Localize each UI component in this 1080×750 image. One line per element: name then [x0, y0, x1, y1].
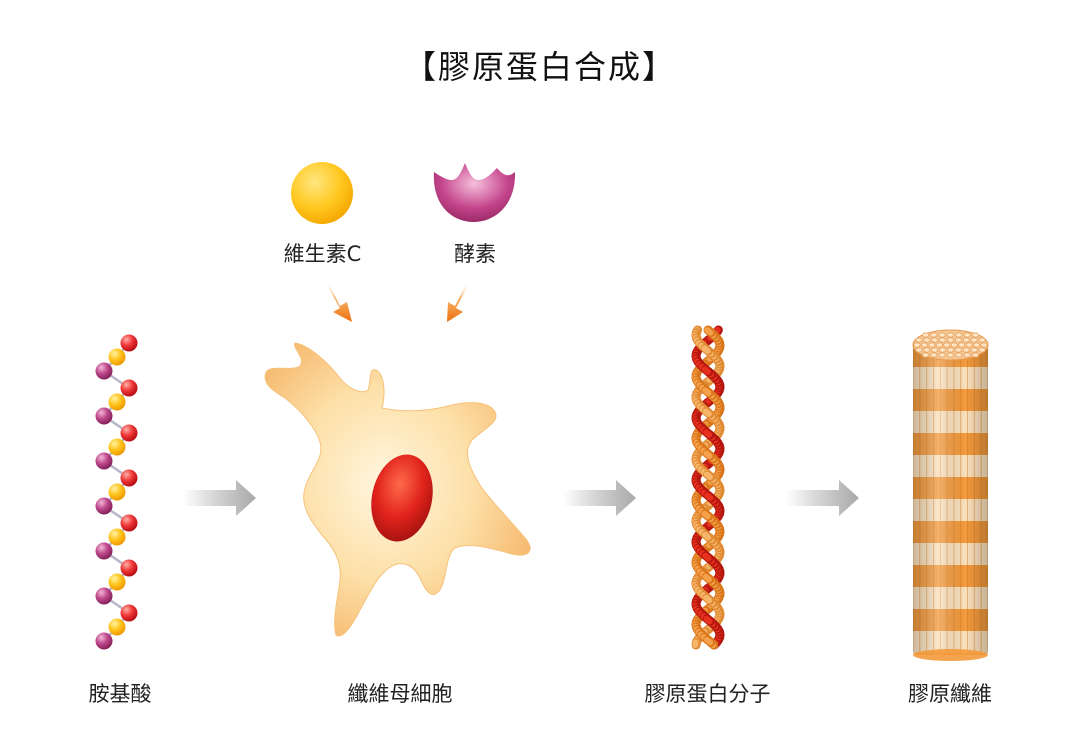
amino-acid-bead: [120, 604, 138, 622]
amino-acid-bead: [120, 559, 138, 577]
collagen-fiber-bundle: [912, 329, 989, 661]
amino-acid-bead: [108, 573, 126, 591]
cell-nucleus: [371, 454, 433, 542]
amino-acid-bead: [108, 348, 126, 366]
vitamin-c-sphere: [291, 162, 353, 224]
enzyme-label: 酵素: [454, 242, 496, 266]
enzyme-icon: [433, 163, 516, 222]
amino-acid-bead: [108, 618, 126, 636]
amino-acid-bead: [120, 379, 138, 397]
vitamin-c-arrow: [326, 282, 352, 322]
collagen-molecule-helix: [691, 325, 725, 650]
stage-label-fibroblast: 纖維母細胞: [347, 682, 453, 706]
amino-acid-bead: [120, 514, 138, 532]
amino-acid-bead: [120, 469, 138, 487]
fibroblast-cell: [264, 342, 531, 637]
vitamin-c-label: 維生素C: [283, 242, 362, 266]
amino-acid-bead: [95, 542, 113, 560]
stage-label-collagen-fiber: 膠原纖維: [908, 682, 992, 706]
amino-acid-bead: [95, 407, 113, 425]
amino-acid-bead: [120, 424, 138, 442]
amino-acid-bead: [95, 452, 113, 470]
flow-arrow-2: [563, 480, 636, 516]
amino-acid-chain: [95, 334, 138, 650]
amino-acid-bead: [108, 528, 126, 546]
amino-acid-bead: [95, 497, 113, 515]
amino-acid-bead: [108, 438, 126, 456]
amino-acid-bead: [108, 483, 126, 501]
flow-arrow-3: [786, 480, 859, 516]
amino-acid-bead: [120, 334, 138, 352]
flow-arrow-1: [183, 480, 256, 516]
enzyme-arrow: [447, 282, 469, 322]
diagram-title: 【膠原蛋白合成】: [403, 48, 676, 86]
stage-label-amino-acids: 胺基酸: [88, 682, 152, 706]
amino-acid-bead: [95, 362, 113, 380]
stage-label-collagen-molecule: 膠原蛋白分子: [644, 682, 771, 706]
amino-acid-bead: [95, 632, 113, 650]
amino-acid-bead: [95, 587, 113, 605]
amino-acid-bead: [108, 393, 126, 411]
